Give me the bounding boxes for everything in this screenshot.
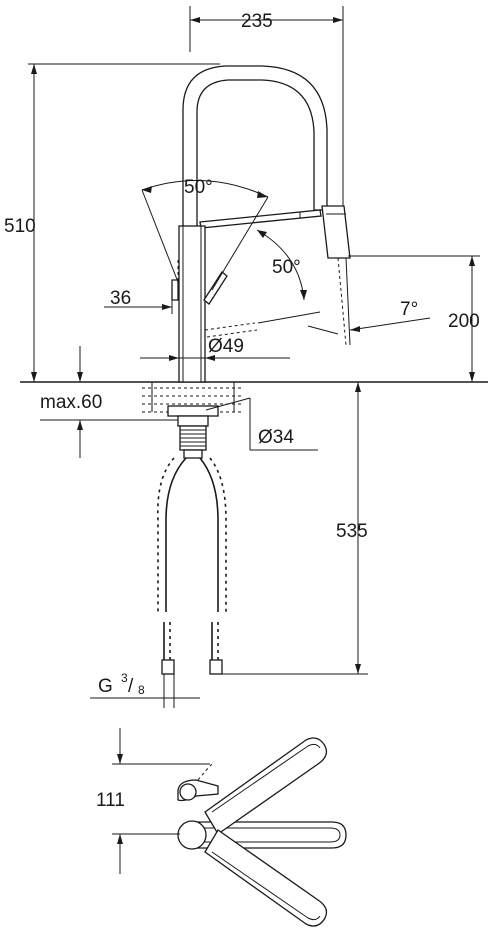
thread-slash: /: [128, 676, 134, 697]
height-dimension: 510: [4, 63, 220, 382]
faucet-body: [171, 225, 258, 383]
thread-den-label: 8: [138, 683, 145, 697]
thread-prefix-label: G: [98, 676, 113, 697]
mount-thickness-label: max.60: [40, 392, 102, 413]
plan-offset-label: 111: [96, 790, 125, 811]
swivel-angle-side: 50°: [256, 229, 321, 324]
spray-angle-label: 7°: [400, 299, 418, 320]
hole-diameter-dimension: Ø34: [205, 397, 318, 451]
mount-thickness-dimension: max.60: [40, 346, 180, 458]
spray-angle: 7°: [307, 299, 431, 335]
lever-clearance-dimension: 36: [104, 288, 173, 314]
supply-hoses: [157, 457, 227, 675]
swivel-side-label: 50°: [272, 257, 301, 278]
swivel-angle-top: 50°: [141, 177, 269, 291]
body-diameter-dimension: Ø49: [140, 336, 290, 361]
height-label: 510: [4, 216, 36, 237]
hose-length-label: 535: [336, 521, 368, 542]
spout-height-label: 200: [448, 311, 480, 332]
spout-height-dimension: 200: [348, 255, 480, 382]
swivel-top-label: 50°: [184, 177, 213, 198]
hole-diameter-label: Ø34: [258, 427, 294, 448]
mounting-deck: [142, 382, 244, 459]
thread-size-dimension: G 3 / 8: [90, 671, 200, 708]
thread-num-label: 3: [121, 671, 128, 685]
body-diameter-label: Ø49: [208, 336, 244, 357]
lever-clearance-label: 36: [110, 288, 131, 309]
width-label: 235: [241, 11, 273, 32]
hose-length-dimension: 535: [222, 382, 368, 675]
plan-view: 111: [96, 728, 347, 927]
width-dimension: 235: [189, 6, 344, 210]
faucet-spout: [182, 65, 351, 346]
